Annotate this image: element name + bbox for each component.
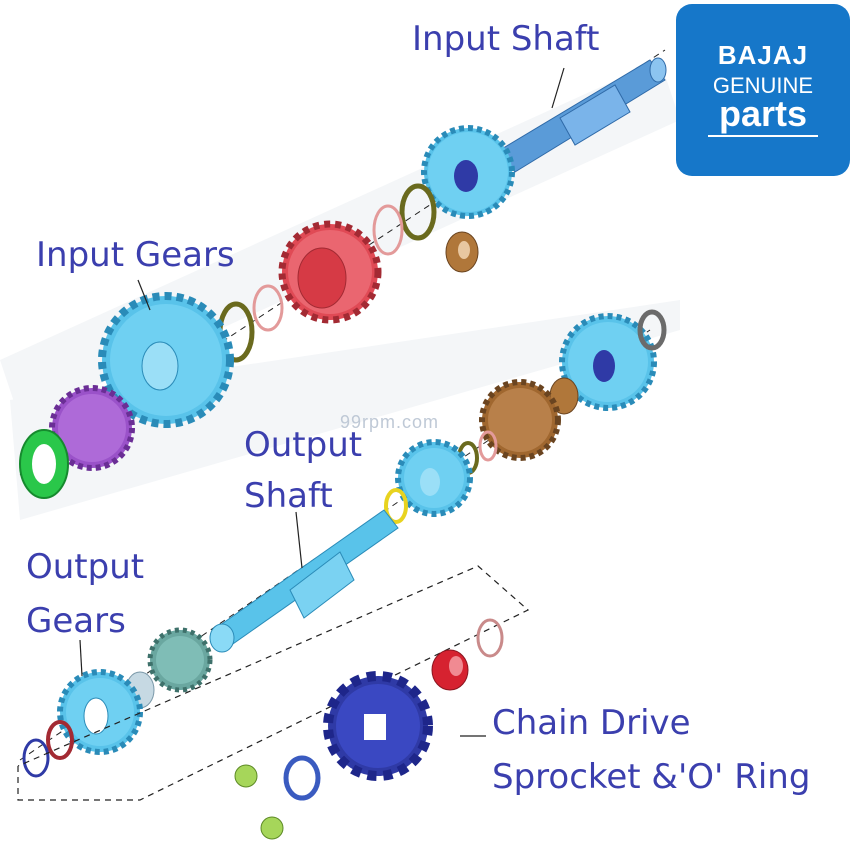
output-end-rings bbox=[22, 720, 74, 778]
input-shaft-gear bbox=[421, 125, 515, 219]
label-output-shaft-line2: Shaft bbox=[244, 476, 333, 516]
label-output-shaft: Output Shaft bbox=[244, 420, 362, 522]
bronze-bush-small bbox=[549, 377, 579, 415]
input-bush bbox=[445, 231, 479, 273]
red-bush bbox=[431, 649, 469, 691]
logo-brand: BAJAJ bbox=[717, 40, 809, 70]
label-chain-line2: Sprocket &'O' Ring bbox=[492, 757, 811, 798]
o-ring bbox=[476, 618, 504, 658]
purple-gear bbox=[49, 385, 135, 471]
green-bolts bbox=[234, 764, 284, 840]
leader-lines bbox=[79, 67, 565, 737]
label-output-gears: Output Gears bbox=[26, 540, 144, 649]
label-output-gears-line2: Gears bbox=[26, 601, 126, 642]
label-output-shaft-line1: Output bbox=[244, 425, 363, 465]
sprocket-retainer-plate bbox=[283, 755, 321, 801]
yellow-ring bbox=[384, 488, 408, 524]
label-chain-drive: Chain Drive Sprocket &'O' Ring bbox=[492, 696, 810, 805]
label-input-shaft: Input Shaft bbox=[412, 19, 600, 59]
green-washer bbox=[19, 429, 69, 499]
output-large-gear bbox=[559, 313, 657, 411]
label-output-gears-line1: Output bbox=[26, 547, 145, 587]
grey-washer bbox=[637, 309, 667, 351]
chain-drive-sprocket bbox=[323, 671, 433, 781]
red-gear bbox=[278, 220, 382, 324]
output-gear bbox=[57, 669, 143, 755]
logo-parts: parts bbox=[718, 93, 808, 134]
bajaj-genuine-parts-logo: BAJAJ GENUINE parts bbox=[676, 4, 850, 176]
output-mid-gear bbox=[395, 439, 473, 517]
label-chain-line1: Chain Drive bbox=[492, 703, 691, 743]
sprocket-group-outline bbox=[17, 565, 530, 801]
label-input-gears: Input Gears bbox=[36, 235, 235, 275]
logo-rule bbox=[708, 135, 818, 137]
watermark: 99rpm.com bbox=[340, 412, 440, 432]
logo-genuine: GENUINE bbox=[712, 73, 814, 98]
bronze-gear bbox=[479, 379, 561, 461]
input-gear-large bbox=[98, 292, 234, 428]
output-shaft bbox=[209, 509, 399, 653]
teal-gear bbox=[147, 627, 213, 693]
